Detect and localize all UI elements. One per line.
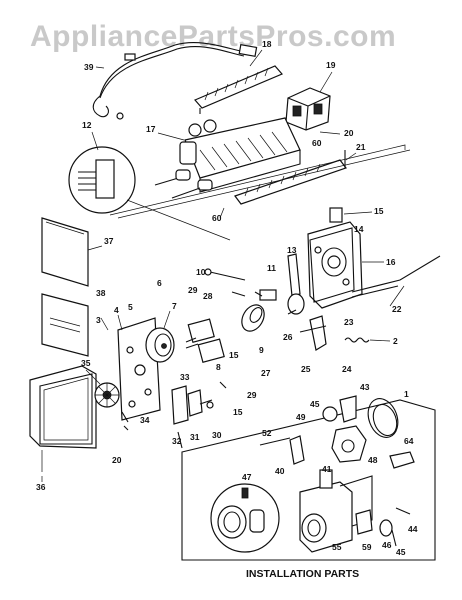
callout-60b: 60 (212, 213, 222, 223)
callout-20b: 20 (112, 455, 122, 465)
callout-31: 31 (190, 432, 200, 442)
nut-drawing (322, 406, 338, 422)
callout-28: 28 (203, 291, 213, 301)
front-cover-drawing (29, 365, 97, 472)
connector-detail-drawing (68, 146, 231, 241)
ice-mold-drawing (154, 117, 301, 199)
thermostat-drawing (241, 304, 265, 332)
callout-27: 27 (261, 368, 271, 378)
callout-52: 52 (262, 428, 272, 438)
callout-29a: 29 (188, 285, 198, 295)
callout-46: 46 (382, 540, 392, 550)
water-valve-drawing (299, 469, 373, 553)
wire-harness-drawing (92, 42, 258, 120)
callout-49: 49 (296, 412, 306, 422)
callout-40: 40 (275, 466, 285, 476)
arm-and-gear-drawing (287, 253, 305, 315)
motor-drawing (145, 327, 175, 363)
callout-59: 59 (362, 542, 372, 552)
callout-7: 7 (172, 301, 177, 311)
callout-5: 5 (128, 302, 133, 312)
lever-drawing (299, 315, 327, 351)
callout-6: 6 (157, 278, 162, 288)
screw-drawing (391, 529, 397, 547)
callout-3: 3 (96, 315, 101, 325)
callout-17: 17 (146, 124, 156, 134)
pin-and-clip-drawing (204, 268, 277, 301)
installation-parts-caption: INSTALLATION PARTS (246, 568, 359, 580)
callout-20: 20 (344, 128, 354, 138)
callout-30: 30 (212, 430, 222, 440)
spring-drawing (344, 337, 370, 343)
callout-15c: 15 (233, 407, 243, 417)
housing-block-drawing (307, 221, 363, 309)
callout-29b: 29 (247, 390, 257, 400)
callout-26: 26 (283, 332, 293, 342)
callout-1: 1 (404, 389, 409, 399)
cover-card-drawing (41, 217, 89, 287)
callout-35: 35 (81, 358, 91, 368)
valve-inlet-detail-drawing (210, 483, 280, 553)
bushing-drawing (355, 509, 373, 535)
callout-55: 55 (332, 542, 342, 552)
callout-32: 32 (172, 436, 182, 446)
cover-drawing (285, 87, 331, 131)
callout-41: 41 (322, 464, 332, 474)
callout-2: 2 (393, 336, 398, 346)
feeler-arm-drawing (351, 255, 441, 293)
callout-60a: 60 (312, 138, 322, 148)
label-card-drawing (41, 293, 89, 357)
watermark: AppliancePartsPros.com (30, 20, 396, 53)
small-bracket-drawing (329, 207, 343, 223)
callout-labels: 39 18 19 12 17 20 60 21 60 15 14 37 13 1… (36, 39, 418, 557)
callout-16: 16 (386, 257, 396, 267)
callout-43: 43 (360, 382, 370, 392)
callout-47: 47 (242, 472, 252, 482)
callout-48: 48 (368, 455, 378, 465)
callout-10: 10 (196, 267, 206, 277)
callout-9: 9 (259, 345, 264, 355)
callout-34: 34 (140, 415, 150, 425)
callout-23: 23 (344, 317, 354, 327)
water-tube-drawing (367, 398, 399, 438)
drive-gear-drawing (94, 382, 120, 408)
callout-14: 14 (354, 224, 364, 234)
callout-4: 4 (114, 305, 119, 315)
callout-19: 19 (326, 60, 336, 70)
callout-15b: 15 (229, 350, 239, 360)
callout-38: 38 (96, 288, 106, 298)
callout-24: 24 (342, 364, 352, 374)
callout-8: 8 (216, 362, 221, 372)
callout-18: 18 (262, 39, 272, 49)
callout-39: 39 (84, 62, 94, 72)
clamp-drawing (339, 395, 357, 423)
callout-21: 21 (356, 142, 366, 152)
callout-36: 36 (36, 482, 46, 492)
fitting-drawing (289, 435, 305, 465)
installation-parts-panel (181, 399, 436, 561)
callout-44: 44 (408, 524, 418, 534)
callout-15a: 15 (374, 206, 384, 216)
callout-45b: 45 (396, 547, 406, 557)
ejector-drawing (194, 65, 283, 114)
tube-clamp-drawing (389, 451, 415, 469)
lower-switch-drawing (171, 385, 214, 425)
callout-11: 11 (267, 263, 276, 273)
callout-33: 33 (180, 372, 190, 382)
callout-37: 37 (104, 236, 114, 246)
callout-13: 13 (287, 245, 297, 255)
switch-assembly-drawing (185, 318, 225, 363)
callout-45a: 45 (310, 399, 320, 409)
callout-22: 22 (392, 304, 402, 314)
leader-lines (41, 49, 405, 482)
callout-64: 64 (404, 436, 414, 446)
callout-12: 12 (82, 120, 92, 130)
callout-25: 25 (301, 364, 311, 374)
washer-drawing (379, 519, 393, 537)
valve-body-drawing (331, 425, 367, 463)
